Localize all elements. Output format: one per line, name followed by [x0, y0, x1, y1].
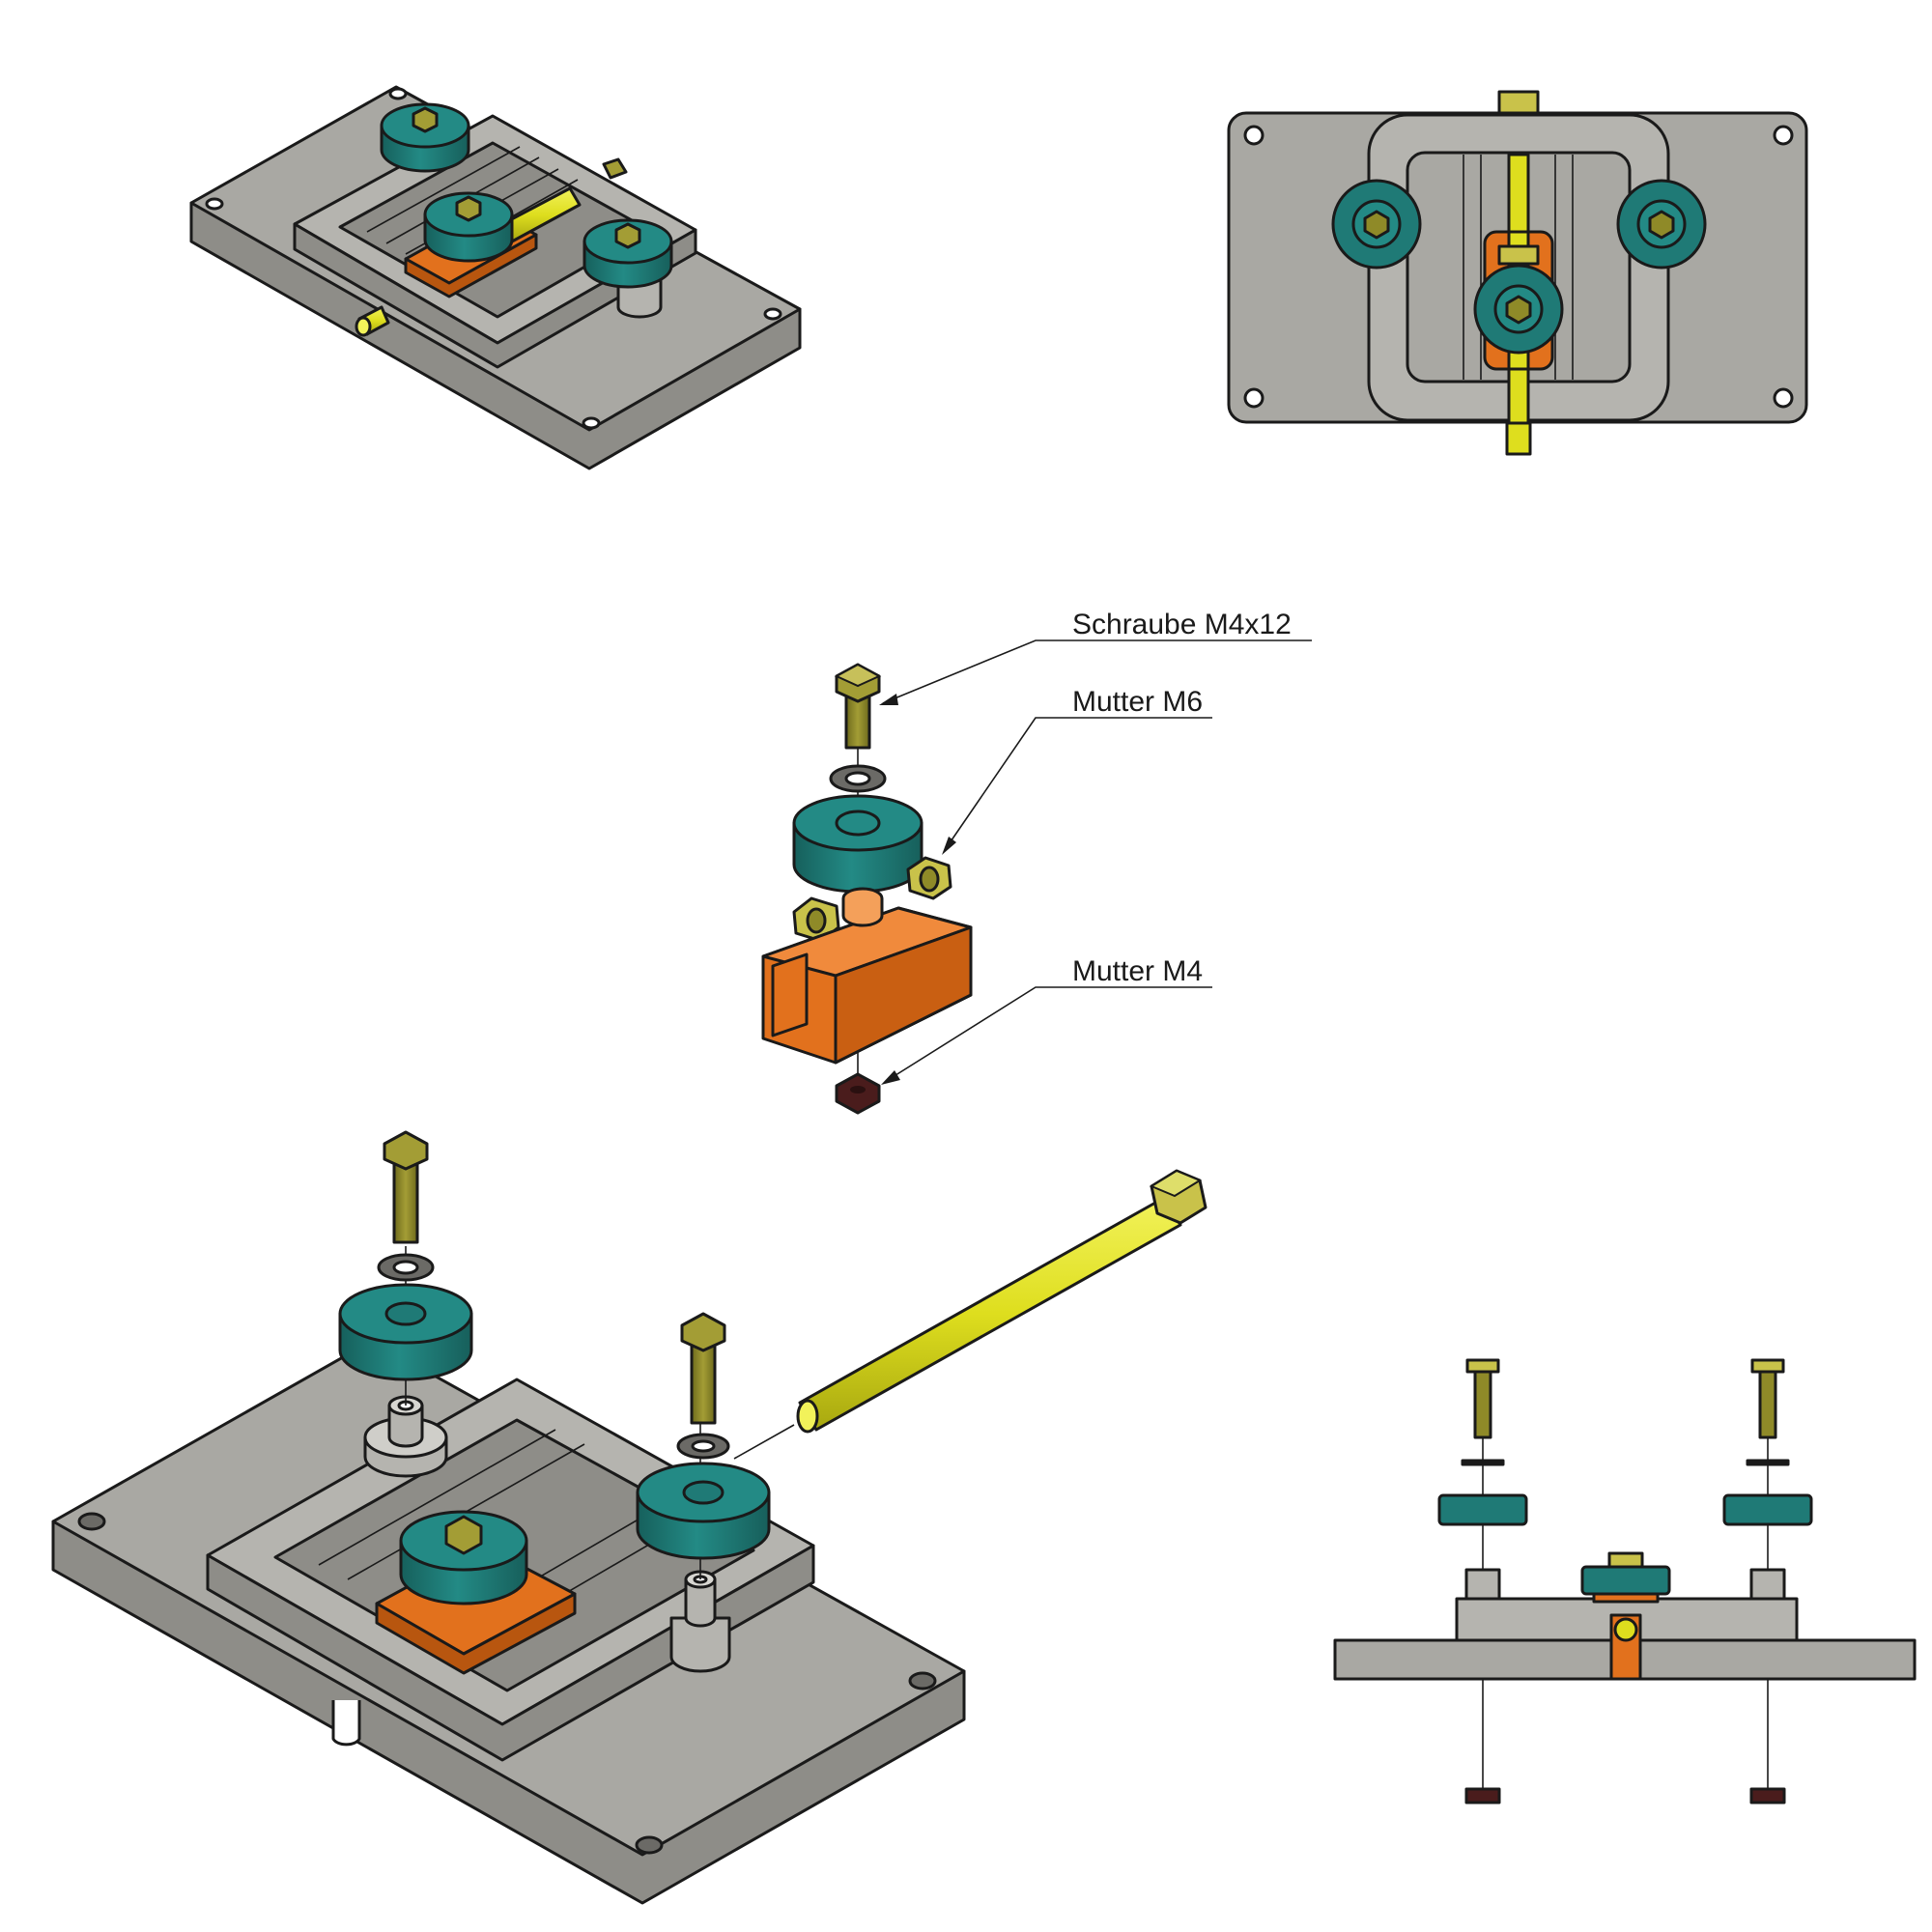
callout-mutter-m6: Mutter M6: [1072, 686, 1203, 718]
rubber-mount: [423, 191, 514, 263]
bolt-exploded: [383, 1130, 429, 1244]
exploded-detail-view: Schraube M4x12 Mutter M6 Mutter M4: [761, 609, 1312, 1115]
slider-block: [761, 887, 973, 1065]
callout-schraube-m4x12: Schraube M4x12: [1072, 609, 1292, 640]
front-exploded-view: [1333, 1358, 1917, 1804]
rubber-mount-exploded: [636, 1462, 771, 1560]
exploded-iso-view: [51, 1130, 1208, 1905]
rubber-mount: [582, 218, 673, 319]
bolt-m4x12: [834, 663, 882, 750]
iso-assembly-view: [189, 85, 802, 470]
nut-m6: [792, 896, 840, 943]
top-view: [1227, 90, 1808, 456]
rubber-mount: [380, 102, 470, 173]
rubber-mount-exploded: [792, 794, 923, 894]
nut-m4: [835, 1072, 881, 1115]
bolt-exploded: [680, 1312, 726, 1425]
rubber-mount-exploded: [338, 1283, 473, 1381]
nut-m6: [906, 856, 952, 900]
callout-mutter-m4: Mutter M4: [1072, 955, 1203, 987]
threaded-rod: [796, 1169, 1208, 1434]
